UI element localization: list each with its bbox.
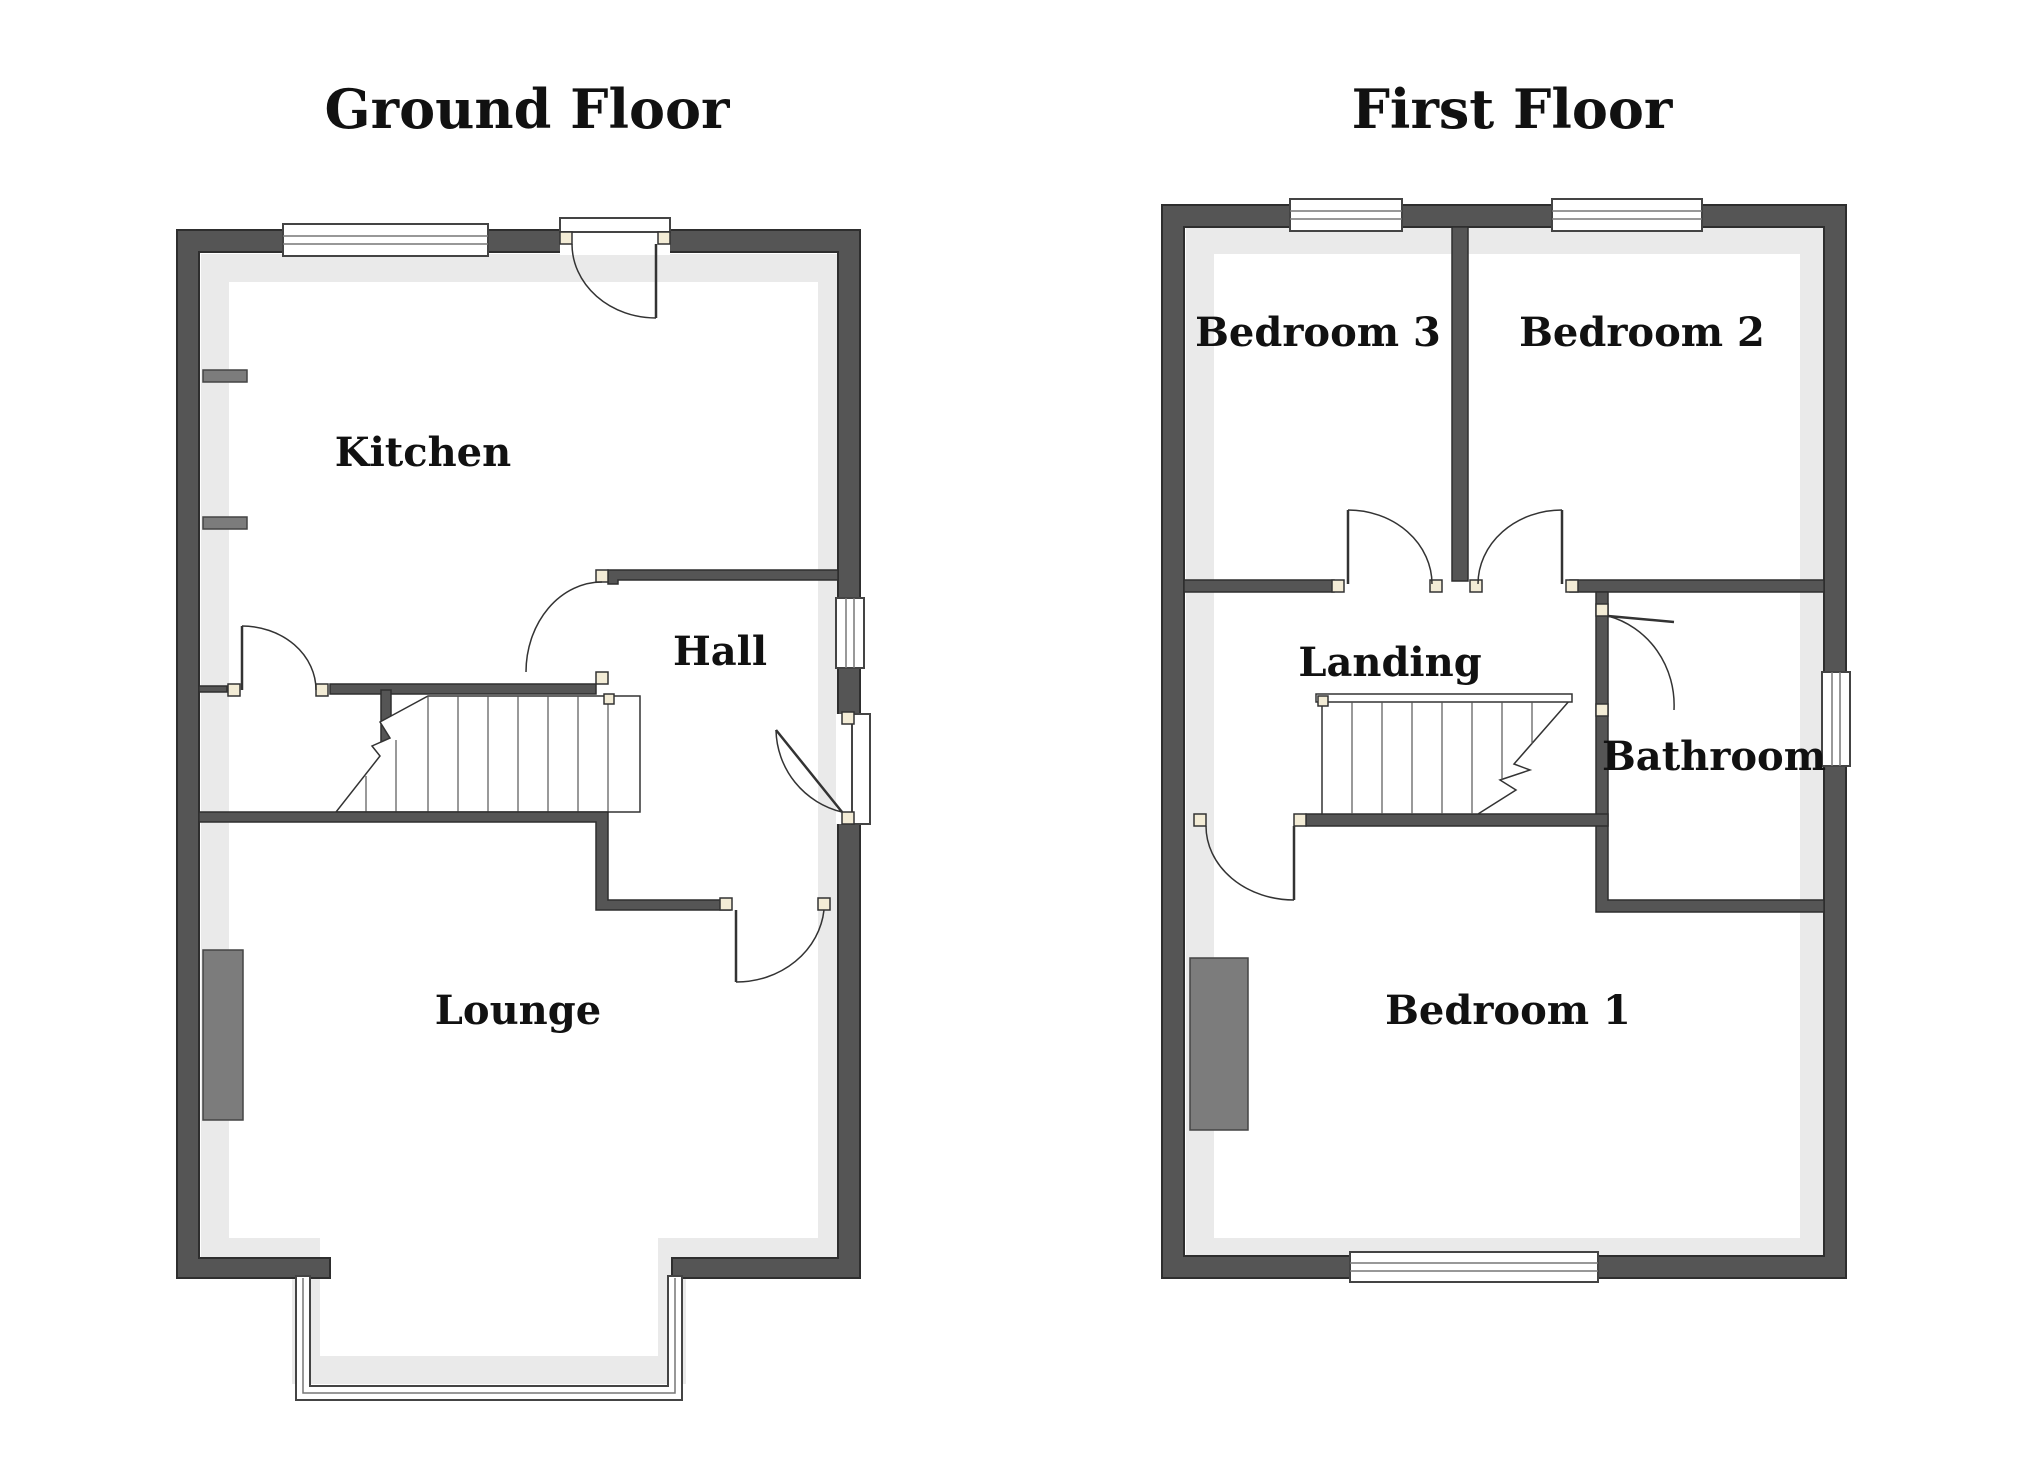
room-label-bedroom-1: Bedroom 1: [1385, 987, 1631, 1034]
bathroom-window: [1821, 671, 1851, 767]
bedroom-1-chimney-breast: [1189, 957, 1249, 1131]
room-label-hall: Hall: [673, 628, 767, 675]
bedroom-3-door-jamb: [1331, 579, 1345, 593]
front-door: [775, 711, 871, 825]
room-label-landing: Landing: [1298, 639, 1481, 686]
lounge-chimney-breast: [202, 949, 244, 1121]
first-floor: First Floor: [1161, 77, 1851, 1283]
room-label-bedroom-2: Bedroom 2: [1519, 309, 1765, 356]
bedroom-3-door-swing: [1347, 509, 1433, 585]
kitchen-door-swing: [525, 581, 603, 673]
kitchen-fitting: [202, 516, 248, 530]
bathroom-door-swing: [1607, 615, 1675, 711]
bathroom-door-jamb: [1595, 703, 1609, 717]
lounge-door-jamb: [817, 897, 831, 911]
lounge-door-jamb: [719, 897, 733, 911]
ground-floor-staircase: [334, 693, 641, 813]
room-label-bathroom: Bathroom: [1602, 733, 1826, 780]
bedroom-2-door-swing: [1477, 509, 1563, 585]
bedroom-3-partition: [1183, 579, 1335, 593]
bedroom-1-door-swing: [1205, 825, 1295, 901]
kitchen-door-jamb: [595, 671, 609, 685]
cupboard-door-swing: [241, 625, 317, 691]
room-label-kitchen: Kitchen: [335, 429, 511, 476]
bedroom-1-window: [1349, 1251, 1599, 1283]
bedroom-1-partition: [1305, 813, 1609, 827]
room-label-lounge: Lounge: [435, 987, 601, 1034]
hall-side-window: [835, 597, 865, 669]
kitchen-hall-partition: [607, 569, 839, 585]
lounge-door-swing: [735, 909, 825, 983]
first-floor-shading: [1186, 226, 1828, 1266]
kitchen-fitting: [202, 369, 248, 383]
bathroom-partition: [1595, 591, 1825, 913]
first-floor-title: First Floor: [1352, 77, 1673, 141]
cupboard-door-jamb: [315, 683, 329, 697]
cupboard-partition: [329, 683, 597, 695]
bathroom-door-jamb: [1595, 603, 1609, 617]
lounge-partition: [198, 811, 731, 911]
bedroom-3-window: [1289, 198, 1403, 232]
kitchen-window: [282, 223, 489, 257]
ground-floor-title: Ground Floor: [325, 77, 731, 141]
kitchen-back-door: [559, 217, 671, 319]
bathroom-door: [1607, 614, 1675, 624]
ground-floor-outer-wall: [176, 229, 861, 1279]
kitchen-door-jamb: [595, 569, 609, 583]
bedroom-3-door-jamb: [1429, 579, 1443, 593]
bedroom-1-door-jamb: [1193, 813, 1207, 827]
bedroom-1-door-jamb: [1293, 813, 1307, 827]
cupboard-door-jamb: [227, 683, 241, 697]
ground-floor: Ground Floor: [176, 77, 871, 1401]
bedroom-2-door-jamb: [1469, 579, 1483, 593]
bedroom-2-door-jamb: [1565, 579, 1579, 593]
first-floor-staircase: [1315, 693, 1573, 815]
bedroom-2-partition: [1569, 579, 1825, 593]
cupboard-partition: [198, 685, 228, 693]
bedroom-divider-wall: [1451, 226, 1469, 582]
lounge-bay-window: [295, 1275, 683, 1401]
bedroom-2-window: [1551, 198, 1703, 232]
room-label-bedroom-3: Bedroom 3: [1195, 309, 1441, 356]
